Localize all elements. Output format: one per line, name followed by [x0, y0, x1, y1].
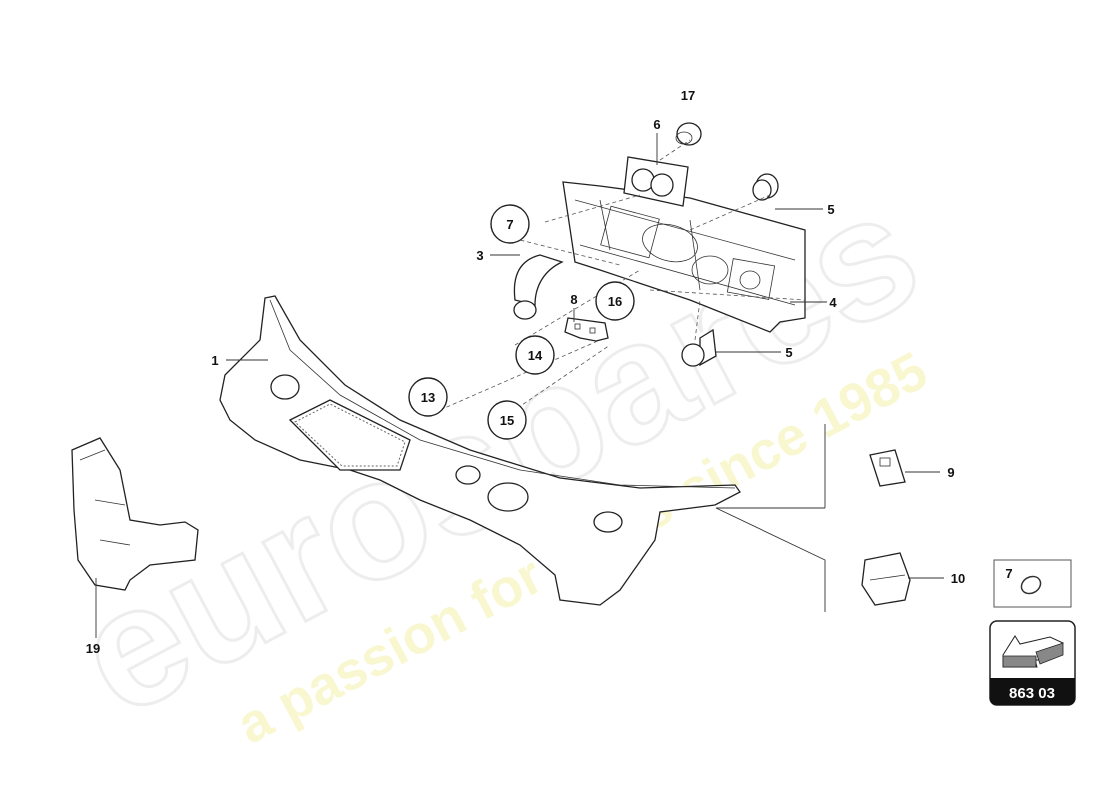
- assembly-lines: [439, 139, 806, 421]
- part-8-seal: [564, 317, 609, 342]
- callout-8: 8: [570, 292, 577, 307]
- circled-callout-13: 13: [408, 377, 448, 417]
- part-6-plate: [623, 156, 689, 207]
- svg-text:13: 13: [421, 390, 435, 405]
- svg-text:15: 15: [500, 413, 514, 428]
- page-badge[interactable]: 863 03: [989, 620, 1076, 706]
- circled-callout-15: 15: [487, 400, 527, 440]
- circled-callout-14: 14: [515, 335, 555, 375]
- watermark: eurospares a passion for parts since 198…: [47, 153, 948, 755]
- callout-10: 10: [951, 571, 965, 586]
- callout-9: 9: [947, 465, 954, 480]
- callout-17: 17: [681, 88, 695, 103]
- circled-callout-16: 16: [595, 281, 635, 321]
- inset-box-label: 7: [1005, 566, 1012, 581]
- svg-text:16: 16: [608, 294, 622, 309]
- callout-1: 1: [211, 353, 218, 368]
- svg-text:14: 14: [528, 348, 543, 363]
- part-17-cap: [675, 122, 702, 146]
- callout-5-lower: 5: [785, 345, 792, 360]
- part-9-clip: [869, 449, 906, 487]
- callout-4: 4: [829, 295, 837, 310]
- callout-6: 6: [653, 117, 660, 132]
- svg-text:7: 7: [506, 217, 513, 232]
- part-3-hose: [513, 254, 564, 320]
- part-10-clip: [861, 552, 911, 606]
- callout-5-upper: 5: [827, 202, 834, 217]
- part-5-upper-grommet: [752, 173, 779, 201]
- callout-3: 3: [476, 248, 483, 263]
- part-4-panel: [562, 181, 806, 333]
- part-5-lower-grommet: [681, 328, 717, 367]
- callout-19: 19: [86, 641, 100, 656]
- hose-clamp-icon: [1020, 575, 1042, 595]
- inset-box-clamp: 7: [993, 559, 1072, 608]
- leader-lines: [95, 133, 944, 638]
- page-code: 863 03: [1009, 685, 1055, 702]
- part-19-duct: [71, 437, 199, 591]
- circled-callout-7: 7: [490, 204, 530, 244]
- part-1-cowl: [219, 295, 741, 606]
